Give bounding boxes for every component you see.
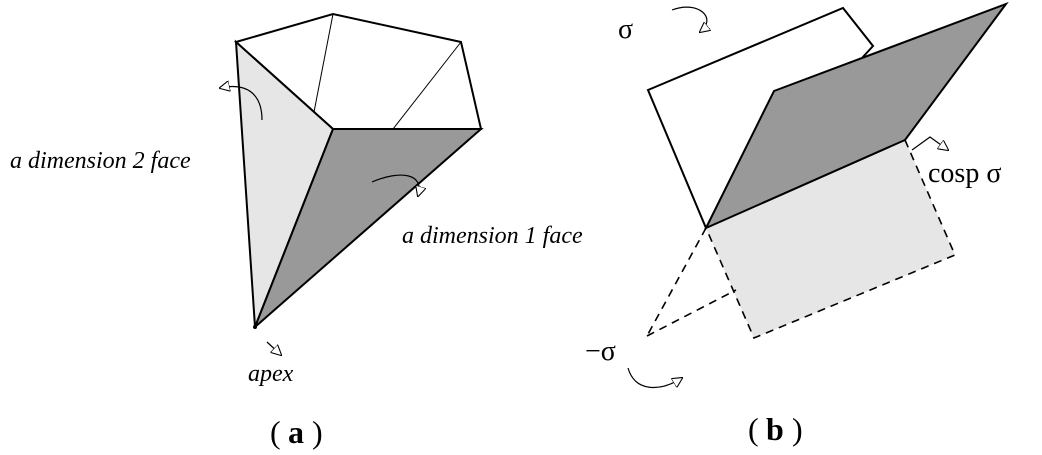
- cosp-sigma-dashed-border: [705, 139, 957, 340]
- cosp-sigma-region: [706, 140, 955, 338]
- figure-a-cone: [233, 12, 484, 329]
- caption-b-letter: b: [766, 411, 784, 447]
- cone-inner-edge-2: [392, 41, 462, 130]
- caption-b: ( b ): [748, 411, 803, 447]
- arrow-cosp-sigma: [911, 136, 948, 150]
- caption-a: ( a ): [270, 414, 323, 450]
- dimension-1-face: [254, 128, 484, 328]
- caption-a-close: ): [312, 414, 323, 450]
- cone-inner-edge-1: [313, 13, 334, 113]
- label-neg-sigma: −σ: [585, 336, 616, 367]
- arrow-dim1-face: [371, 174, 419, 196]
- arrow-dim2-face: [220, 87, 263, 121]
- neg-sigma-edge-2: [646, 289, 737, 337]
- caption-a-letter: a: [288, 414, 304, 450]
- caption-b-open: (: [748, 411, 759, 447]
- apex-point: [253, 325, 257, 329]
- label-sigma: σ: [618, 14, 633, 45]
- neg-sigma-edge-1: [646, 227, 707, 337]
- caption-b-close: ): [792, 411, 803, 447]
- figure-b-planes: [646, 1, 1009, 340]
- shaded-halfplane: [703, 1, 1009, 231]
- label-dimension-1-face: a dimension 1 face: [402, 223, 583, 249]
- label-apex: apex: [248, 361, 294, 387]
- arrow-neg-sigma: [627, 367, 682, 389]
- label-cosp-sigma: cosp σ: [928, 158, 1001, 189]
- arrow-apex: [266, 341, 281, 355]
- arrow-sigma: [671, 6, 707, 32]
- label-dimension-2-face: a dimension 2 face: [10, 148, 191, 174]
- caption-a-open: (: [270, 414, 281, 450]
